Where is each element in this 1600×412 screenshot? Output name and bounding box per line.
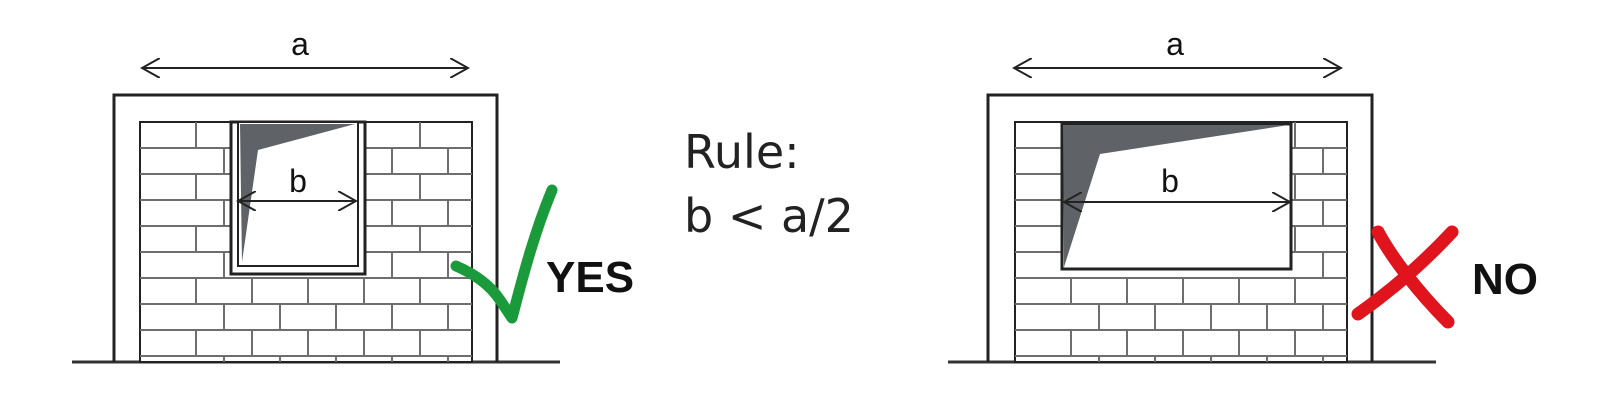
dimension-a-label: a (291, 26, 309, 62)
wall-outline (112, 93, 499, 362)
dimension-b-label: b (1161, 163, 1179, 199)
dimension-a-label: a (1166, 26, 1184, 62)
window-glass-shade (240, 124, 355, 262)
cross-mark-icon (1351, 225, 1459, 329)
panel-yes: a b YES (72, 26, 634, 364)
wall-outline (986, 93, 1374, 362)
verdict-no: NO (1472, 255, 1538, 304)
dimension-b-label: b (289, 163, 307, 199)
verdict-yes: YES (546, 253, 634, 302)
check-mark-icon (450, 184, 558, 324)
rule-formula: b < a/2 (684, 189, 854, 243)
panel-no: a b NO (948, 26, 1538, 364)
window-glass-shade (1063, 125, 1289, 267)
rule-block: Rule: b < a/2 (684, 125, 854, 243)
rule-title: Rule: (684, 125, 800, 179)
